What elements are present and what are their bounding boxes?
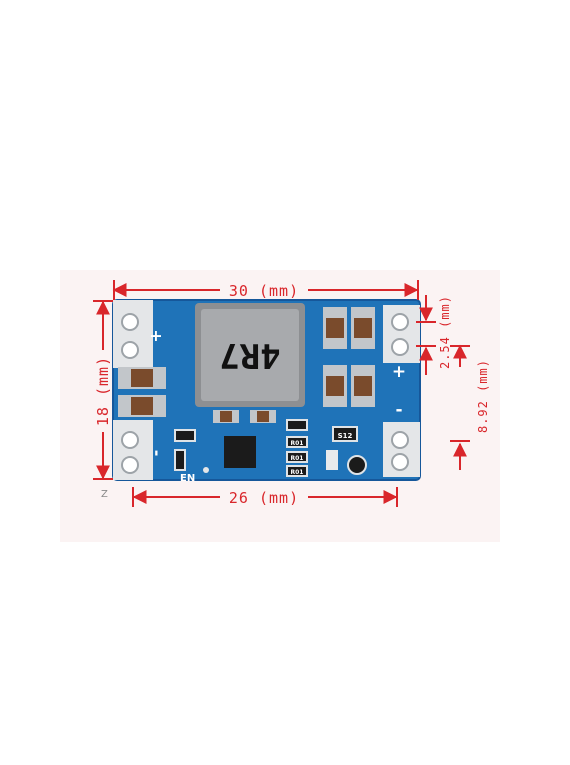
- left-minus-label: -: [146, 450, 165, 457]
- dimension-offset-label: 8.92 (mm): [476, 359, 490, 433]
- resistors: [174, 419, 367, 477]
- right-output-pads: [383, 305, 420, 477]
- component-code-r01-c: R01: [291, 469, 304, 476]
- regulator-chip: [224, 436, 256, 468]
- component-code-s12: S12: [338, 432, 353, 440]
- component-code-r01-b: R01: [291, 455, 304, 462]
- right-plus-label: +: [392, 362, 406, 382]
- en-label: EN: [180, 473, 195, 484]
- left-plus-label: +: [146, 329, 165, 342]
- right-minus-label: -: [395, 400, 402, 420]
- input-capacitors: [118, 367, 166, 417]
- corner-mark: Z: [101, 489, 108, 500]
- inductor: [195, 303, 305, 407]
- output-capacitors: [323, 307, 375, 407]
- dimension-width-label: 26 (mm): [229, 489, 299, 507]
- dimension-height-label: 18 (mm): [94, 356, 112, 426]
- left-input-pads: [113, 300, 153, 480]
- dimension-pitch-label: 2.54 (mm): [438, 295, 452, 369]
- dimension-length-label: 30 (mm): [229, 282, 299, 300]
- pcb-board-shade: [112, 299, 421, 481]
- component-code-r01-a: R01: [291, 440, 304, 447]
- small-capacitors: [213, 410, 276, 423]
- inductor-marking: 4R7: [219, 335, 280, 375]
